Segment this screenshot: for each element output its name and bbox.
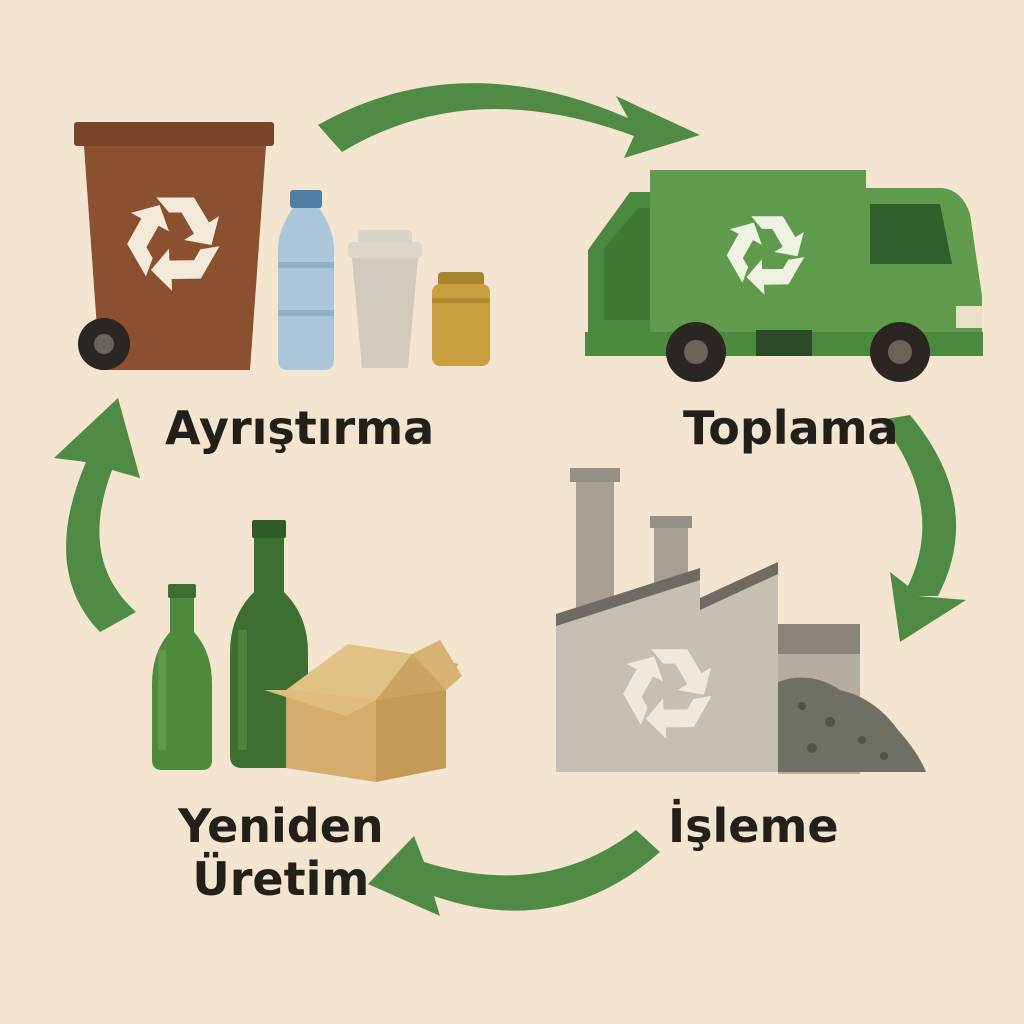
arrow-remanufacturing-to-sorting bbox=[54, 398, 140, 632]
recycling-bin-icon bbox=[74, 122, 274, 370]
stage-label-remanufacturing-line2: Üretim bbox=[192, 851, 370, 906]
stage-label-processing: İşleme bbox=[668, 799, 839, 853]
arrow-collection-to-processing bbox=[880, 415, 966, 642]
glass-bottle-icon bbox=[152, 584, 212, 770]
stage-label-sorting: Ayrıştırma bbox=[165, 401, 435, 455]
arrow-processing-to-remanufacturing bbox=[368, 830, 660, 916]
garbage-truck-icon bbox=[585, 170, 983, 382]
stage-label-remanufacturing: Yeniden Üretim bbox=[178, 800, 384, 906]
cardboard-box-icon bbox=[264, 640, 462, 782]
arrow-sorting-to-collection bbox=[318, 83, 700, 158]
truck-wheel-rear bbox=[870, 322, 930, 382]
stage-label-collection: Toplama bbox=[683, 401, 899, 455]
paper-cup-icon bbox=[348, 230, 422, 368]
plastic-bottle-icon bbox=[277, 190, 335, 370]
truck-wheel-front bbox=[666, 322, 726, 382]
can-icon bbox=[432, 272, 490, 366]
material-pile-icon bbox=[778, 677, 926, 772]
stage-label-remanufacturing-line1: Yeniden bbox=[178, 799, 384, 853]
